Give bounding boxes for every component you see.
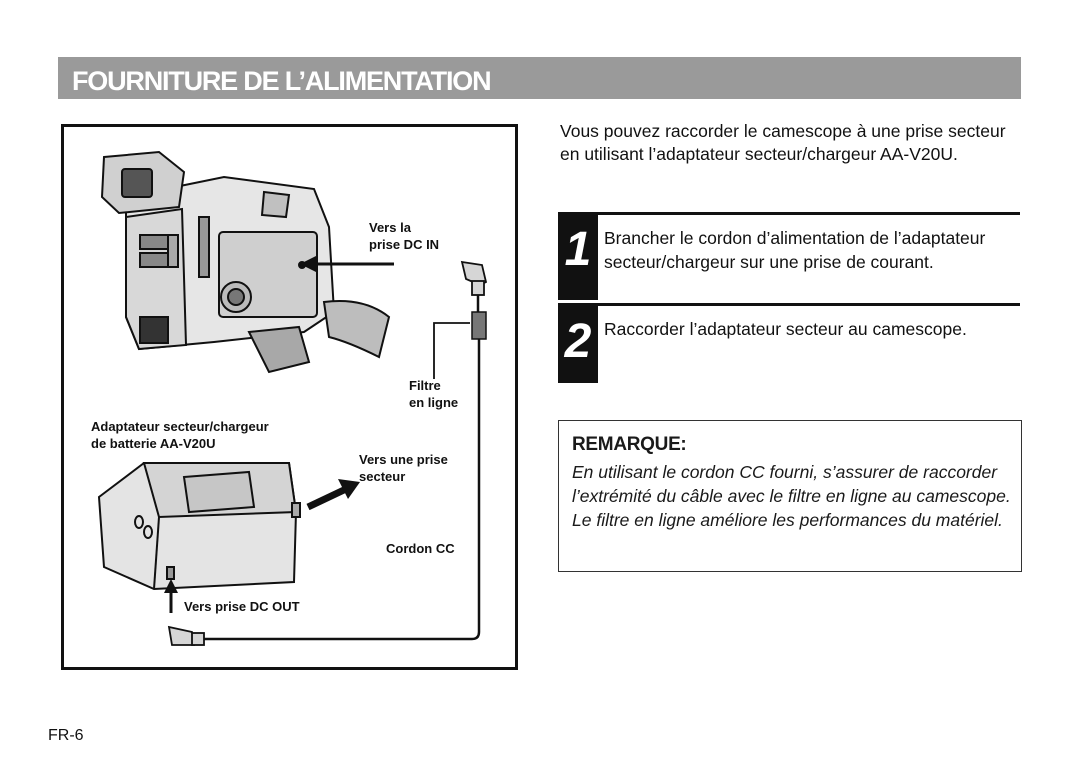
- section-title: FOURNITURE DE L’ALIMENTATION: [72, 66, 492, 96]
- camcorder-drawing: [100, 150, 391, 374]
- dc-in-plug-drawing: [460, 260, 488, 296]
- step-1-number: 1: [564, 223, 592, 276]
- label-dc-out: Vers prise DC OUT: [184, 599, 300, 614]
- step-2-text: Raccorder l’adaptateur secteur au camesc…: [604, 319, 967, 339]
- step-1-badge: [558, 212, 598, 300]
- step-1-text: Brancher le cordon d’alimentation de l’a…: [604, 228, 986, 272]
- step-2-badge: [558, 303, 598, 383]
- step-1-rule: [558, 212, 1020, 215]
- remark-box: [558, 420, 1022, 572]
- dc-out-plug-drawing: [167, 625, 205, 646]
- section-header-bar: [58, 57, 1021, 99]
- adapter-drawing: [97, 462, 301, 591]
- step-2-number: 2: [564, 315, 592, 368]
- step-2-rule: [558, 303, 1020, 306]
- remark-text: En utilisant le cordon CC fourni, s’assu…: [572, 462, 1011, 530]
- camcorder-adapter-illustration: [97, 150, 488, 646]
- intro-paragraph: Vous pouvez raccorder le camescope à une…: [560, 121, 1006, 164]
- page-number: FR-6: [48, 727, 84, 744]
- remark-title: REMARQUE:: [572, 434, 687, 455]
- label-dc-cord: Cordon CC: [386, 541, 455, 556]
